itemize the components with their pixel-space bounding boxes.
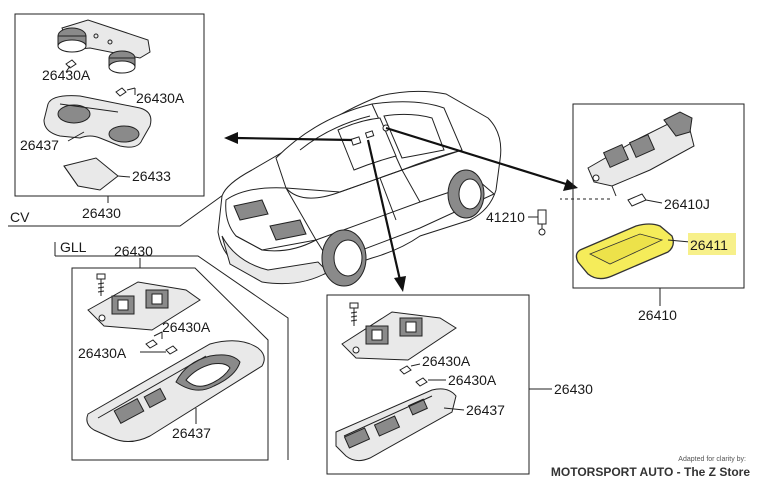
- right-label-26411: 26411: [690, 237, 728, 253]
- cv-section-divider: [8, 189, 231, 227]
- right-assembly-number: 26410: [638, 307, 677, 323]
- cv-panel: CV 26430A 26430A: [8, 13, 231, 227]
- center-lamp-switch-unit: [341, 311, 457, 361]
- credit-block: Adapted for clarity by: MOTORSPORT AUTO …: [551, 456, 750, 479]
- center-bulb-2-icon: [415, 377, 428, 387]
- cv-section-label: CV: [10, 209, 30, 225]
- cv-panel-frame: [14, 13, 205, 197]
- credit-adapted-by: Adapted for clarity by:: [678, 456, 746, 463]
- cv-lamp-lens: [43, 95, 152, 148]
- center-panel: 26430A 26430A 26437 26430: [326, 294, 593, 475]
- gll-label-26437: 26437: [172, 425, 211, 441]
- center-panel-frame: [326, 294, 530, 475]
- gll-assembly-number: 26430: [114, 243, 153, 259]
- center-bulb-1-icon: [399, 365, 412, 375]
- cv-bulb-1-icon: [65, 59, 77, 73]
- cv-bulb-2-icon: [115, 87, 136, 97]
- center-label-26437: 26437: [466, 402, 505, 418]
- gll-label-26430a-1: 26430A: [162, 319, 211, 335]
- cv-label-26430a-2: 26430A: [136, 90, 185, 106]
- cv-lamp-switch-unit: [57, 19, 151, 74]
- car-illustration: [217, 90, 502, 287]
- gll-label-26430a-2: 26430A: [78, 345, 127, 361]
- cv-label-26430a-1: 26430A: [42, 67, 91, 83]
- center-label-26430a-2: 26430A: [448, 372, 497, 388]
- right-bulb-icon: [627, 193, 663, 207]
- gll-screw-icon: [96, 273, 106, 296]
- center-assembly-number: 26430: [554, 381, 593, 397]
- center-screw-icon: [349, 302, 359, 326]
- screw-label-41210: 41210: [486, 209, 525, 225]
- cv-label-26437: 26437: [20, 137, 59, 153]
- gll-section-label: GLL: [60, 239, 87, 255]
- right-panel: 26410J 26411 26410: [560, 103, 745, 323]
- gll-lamp-switch-unit: [87, 281, 201, 331]
- credit-store-name: MOTORSPORT AUTO - The Z Store: [551, 465, 750, 479]
- gll-bulb-2-icon: [165, 345, 178, 355]
- cv-label-26433: 26433: [132, 168, 171, 184]
- leader-arrows: [224, 126, 578, 292]
- gll-panel: GLL 26430 26430A: [54, 239, 289, 461]
- gll-panel-frame: [71, 267, 269, 461]
- gll-lamp-lens: [86, 340, 265, 442]
- gll-section-divider: [55, 255, 289, 460]
- highlight-label-box: [688, 233, 736, 255]
- center-lamp-lens: [335, 388, 457, 462]
- cv-assembly-number: 26430: [82, 205, 121, 221]
- right-label-26410j: 26410J: [664, 196, 710, 212]
- right-panel-frame: [572, 103, 745, 289]
- gll-bulb-1-icon: [145, 339, 158, 349]
- center-label-26430a-1: 26430A: [422, 353, 471, 369]
- highlighted-lens-26411: [575, 223, 674, 280]
- standalone-screw-41210: 41210: [486, 209, 547, 236]
- cv-finisher: [63, 157, 119, 191]
- right-lamp-unit: [587, 111, 695, 197]
